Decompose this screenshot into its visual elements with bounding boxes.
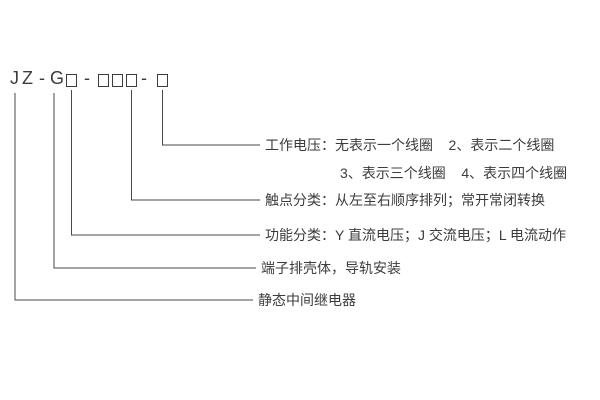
connector-contact-class <box>131 90 260 201</box>
placeholder-box-contact-2 <box>112 74 123 87</box>
model-dash-3: - <box>141 68 150 88</box>
connector-working-voltage <box>162 90 260 146</box>
model-dash-1: - <box>39 68 48 88</box>
connector-function-class <box>71 90 260 236</box>
placeholder-box-contact-1 <box>98 74 109 87</box>
callout-function-class: 功能分类：Y 直流电压；J 交流电压；L 电流动作 <box>265 227 567 243</box>
connector-relay-name <box>14 93 253 301</box>
placeholder-box-voltage <box>157 74 168 87</box>
callout-housing: 端子排壳体，导轨安装 <box>261 260 401 276</box>
model-function-letter: G <box>50 68 68 88</box>
callout-working-voltage-line2: 3、表示三个线圈 4、表示四个线圈 <box>340 165 568 181</box>
model-prefix: JZ <box>10 68 36 88</box>
callout-working-voltage-line1: 工作电压：无表示一个线圈 2、表示二个线圈 <box>265 137 555 153</box>
callout-relay-name: 静态中间继电器 <box>258 292 356 308</box>
placeholder-box-contact-3 <box>126 74 137 87</box>
callout-contact-class: 触点分类：从左至右顺序排列；常开常闭转换 <box>265 192 545 208</box>
connector-housing <box>53 93 256 269</box>
model-dash-2: - <box>84 68 93 88</box>
placeholder-box-function <box>66 74 77 87</box>
